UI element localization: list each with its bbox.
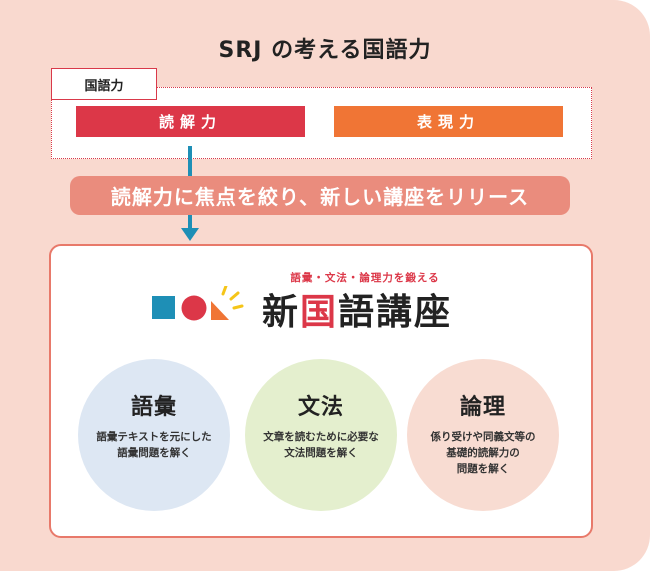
kokugo-ryoku-tag: 国語力 bbox=[51, 68, 157, 100]
dokkai-ryoku-bar: 読解力 bbox=[76, 106, 305, 137]
circle-title: 論理 bbox=[459, 395, 506, 420]
logo-square-icon bbox=[152, 296, 175, 319]
page-title: SRJ の考える国語力 bbox=[218, 38, 432, 63]
course-name-suffix: 語講座 bbox=[338, 291, 453, 333]
course-name: 新国語講座 bbox=[262, 283, 452, 335]
logo-triangle-icon bbox=[211, 301, 229, 320]
grammar-circle: 文法 文章を読むために必要な 文法問題を解く bbox=[245, 359, 397, 511]
circle-description: 文章を読むために必要な 文法問題を解く bbox=[263, 431, 379, 459]
course-subtitle: 語彙・文法・論理力を鍛える bbox=[290, 272, 440, 284]
course-logo bbox=[152, 284, 252, 335]
circle-description: 語彙テキストを元にした 語彙問題を解く bbox=[96, 431, 212, 459]
vocabulary-circle: 語彙 語彙テキストを元にした 語彙問題を解く bbox=[78, 359, 230, 511]
arrow-down-icon bbox=[181, 228, 199, 241]
hyougen-ryoku-bar: 表現力 bbox=[334, 106, 563, 137]
course-name-prefix: 新 bbox=[262, 291, 301, 333]
focus-banner: 読解力に焦点を絞り、新しい講座をリリース bbox=[70, 176, 570, 215]
circle-description: 係り受けや同義文等の 基礎的読解力の 問題を解く bbox=[430, 431, 536, 475]
logo-rays-icon bbox=[221, 284, 244, 310]
logo-circle-icon bbox=[181, 295, 207, 321]
circle-title: 文法 bbox=[297, 395, 344, 420]
course-name-highlight: 国 bbox=[300, 291, 339, 333]
circle-title: 語彙 bbox=[130, 395, 177, 420]
logic-circle: 論理 係り受けや同義文等の 基礎的読解力の 問題を解く bbox=[407, 359, 559, 511]
